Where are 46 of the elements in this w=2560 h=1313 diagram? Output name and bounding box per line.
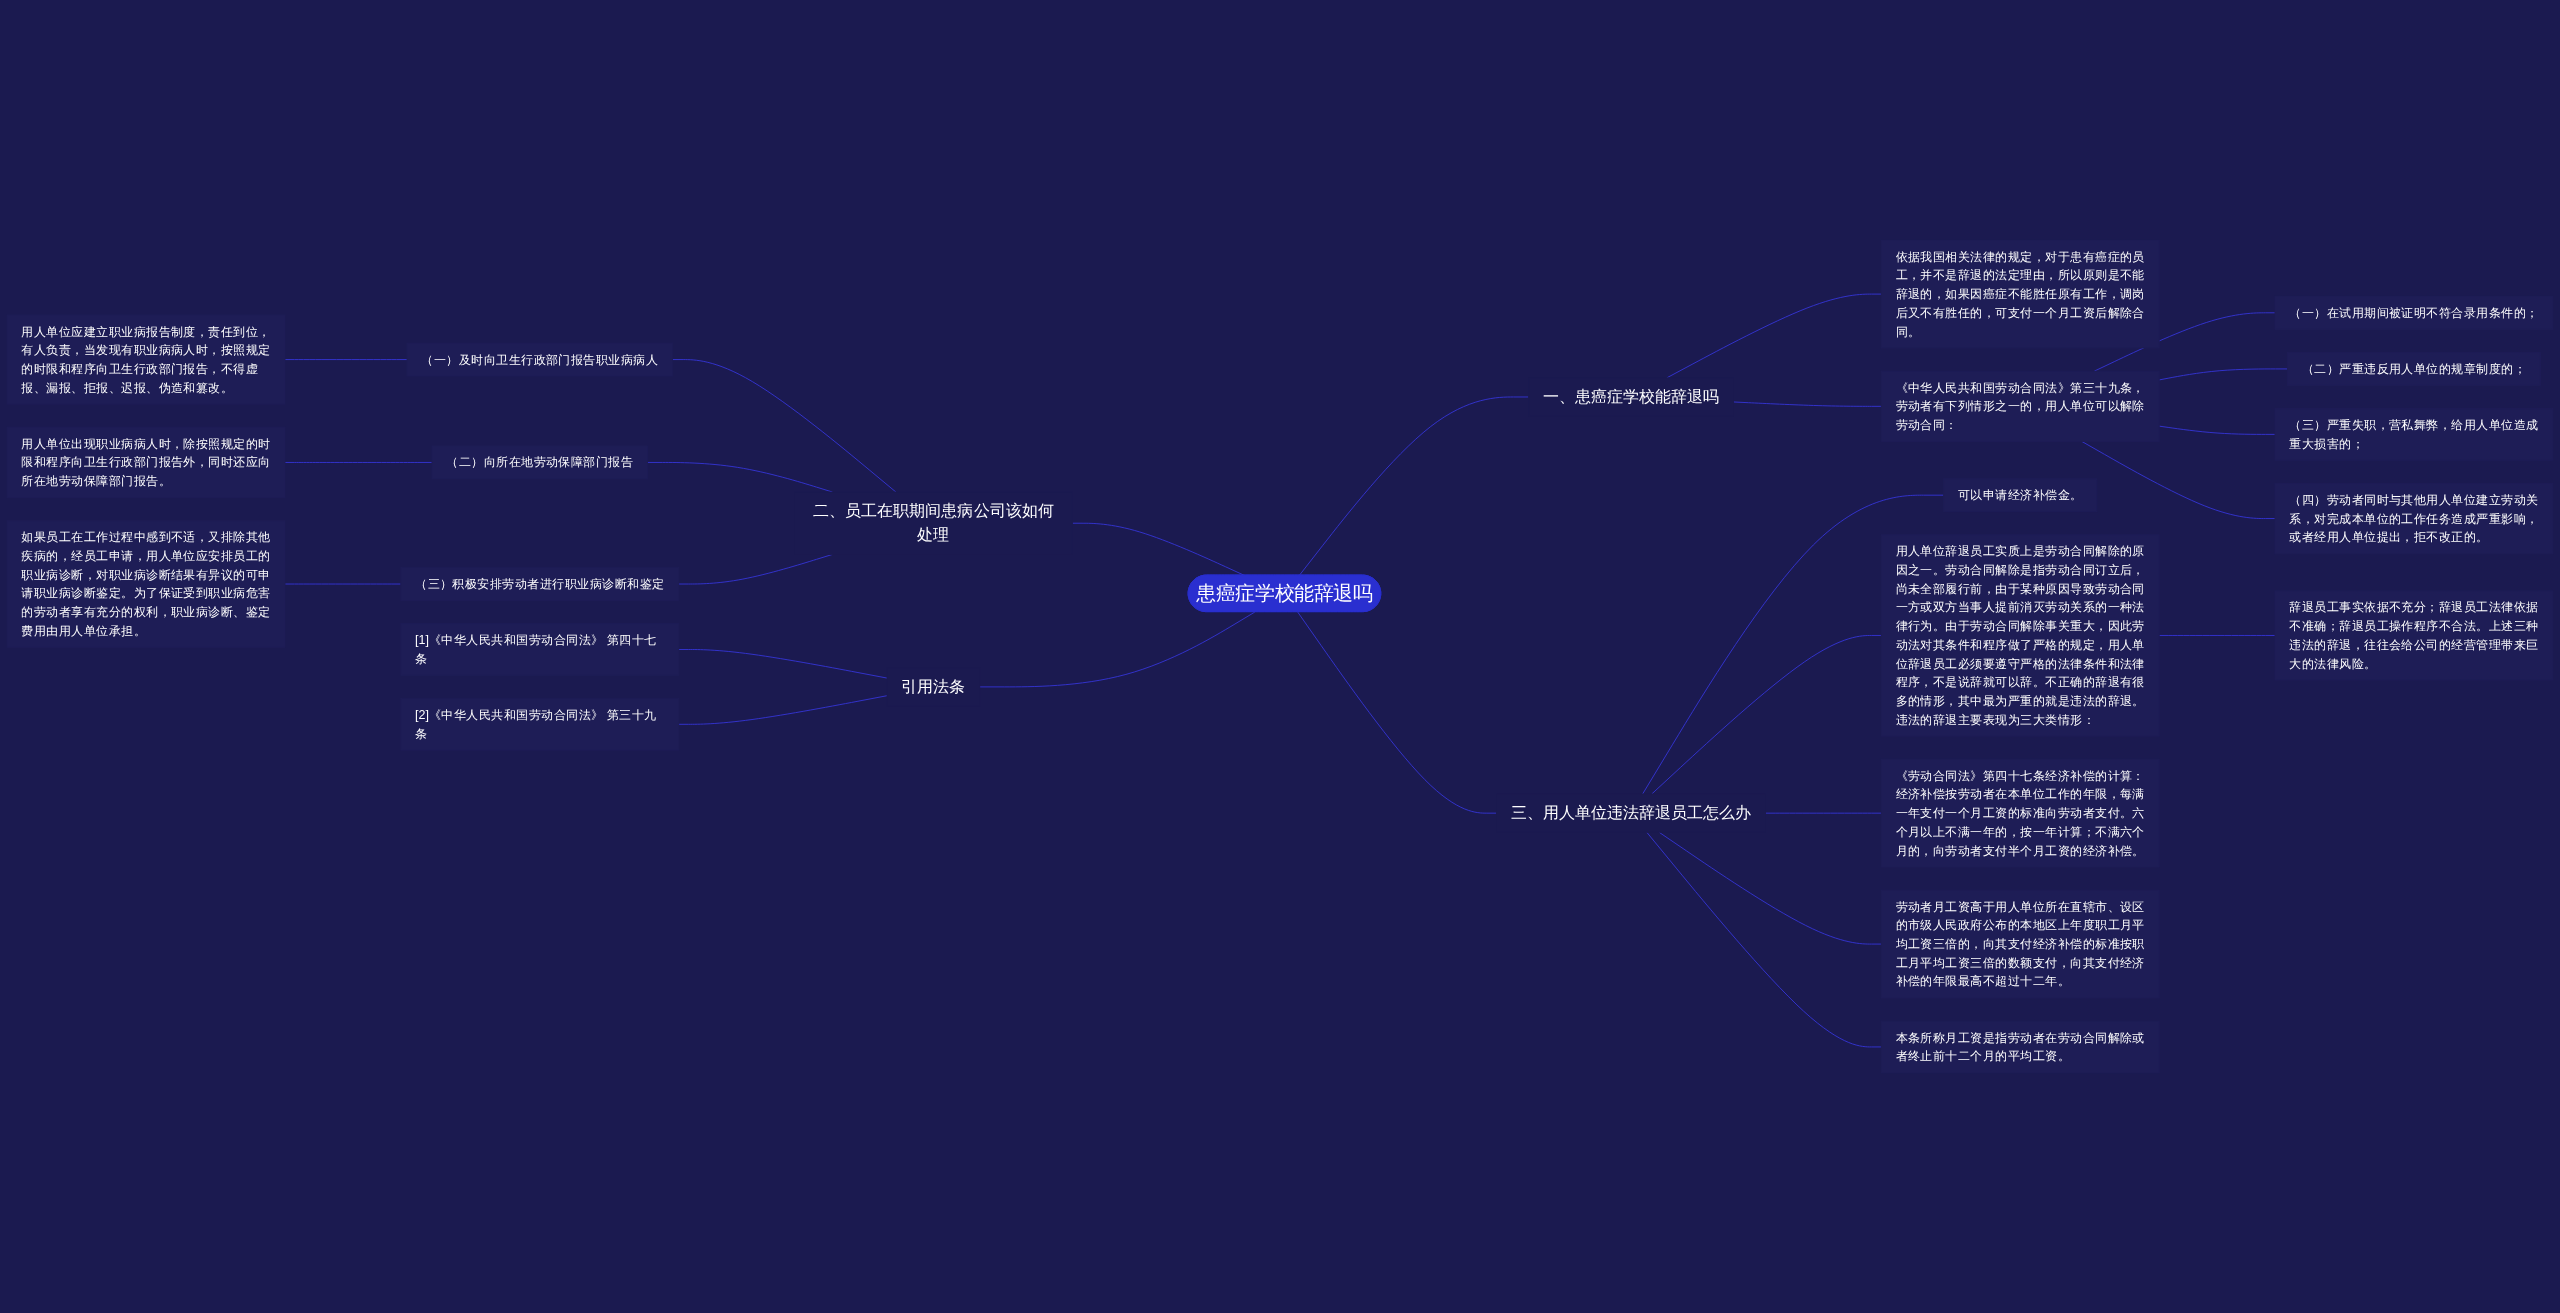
connector	[1646, 831, 1882, 1048]
node-box: （一）及时向卫生行政部门报告职业病病人	[406, 342, 673, 377]
node-box: 如果员工在工作过程中感到不适，又排除其他疾病的，经员工申请，用人单位应安排员工的职业病诊断，对职业病诊断结果有异议的可申请职业病诊断鉴定。为了保证受到职业病危害的劳动者享有充分的权利，职业病诊断、鉴定费用由用人单位承担。	[6, 520, 286, 648]
node-box: （三）严重失职，营私舞弊，给用人单位造成重大损害的；	[2274, 408, 2554, 461]
node-box: [2]《中华人民共和国劳动合同法》 第三十九条	[400, 698, 680, 751]
node-box: （二）向所在地劳动保障部门报告	[431, 445, 648, 480]
node-text: 三、用人单位违法辞退员工怎么办	[1510, 803, 1752, 822]
connector	[2158, 635, 2276, 636]
node-box: （一）在试用期间被证明不符合录用条件的；	[2274, 295, 2554, 330]
connector	[1298, 396, 1530, 576]
connector	[284, 359, 408, 360]
connector	[1733, 401, 1882, 407]
node-box: 《中华人民共和国劳动合同法》第三十九条，劳动者有下列情形之一的，用人单位可以解除劳动合同：	[1880, 370, 2160, 442]
node-box: （二）严重违反用人单位的规章制度的；	[2287, 352, 2541, 386]
node-box: 辞退员工事实依据不充分；辞退员工法律依据不准确；辞退员工操作程序不合法。上述三种违法的辞退，往往会给公司的经营管理带来巨大的法律风险。	[2274, 590, 2554, 681]
connector	[2158, 368, 2288, 381]
node-box: 依据我国相关法律的规定，对于患有癌症的员工，并不是辞退的法定理由，所以原则是不能辞退的，如果因癌症不能胜任原有工作，调岗后又不有胜任的，可支付一个月工资后解除合同。	[1880, 239, 2160, 349]
connector	[1666, 293, 1882, 379]
node-text: 二、员工在职期间患病公司该如何处理	[813, 501, 1054, 544]
connector	[284, 462, 433, 463]
connector	[1765, 812, 1882, 814]
connector	[672, 359, 897, 493]
connector	[284, 583, 402, 585]
node-box: 本条所称月工资是指劳动者在劳动合同解除或者终止前十二个月的平均工资。	[1880, 1020, 2160, 1074]
node-box: 《劳动合同法》第四十七条经济补偿的计算：经济补偿按劳动者在本单位工作的年限，每满一年支付一个月工资的标准向劳动者支付。六个月以上不满一年的，按一年计算；不满六个月的，向劳动者支付半个月工资的经济补偿。	[1880, 758, 2160, 868]
connector	[1658, 831, 1882, 945]
node-box: 用人单位辞退员工实质上是劳动合同解除的原因之一。劳动合同解除是指劳动合同订立后，尚未全部履行前，由于某种原因导致劳动合同一方或双方当事人提前消灭劳动关系的一种法律行为。由于劳动合同解除事关重大，因此劳动法对其条件和程序做了严格的规定，用人单位辞退员工必须要遵守严格的法律条件和法律程序，不是说辞就可以辞。不正确的辞退有很多的情形，其中最为严重的就是违法的辞退。违法的辞退主要表现为三大类情形：	[1880, 534, 2160, 737]
node-box: （三）积极安排劳动者进行职业病诊断和鉴定	[400, 567, 680, 601]
node-text: 一、患癌症学校能辞退吗	[1542, 387, 1720, 406]
connector	[2081, 441, 2276, 519]
connector	[678, 649, 888, 679]
connector	[1642, 494, 1945, 795]
node-box: [1]《中华人民共和国劳动合同法》 第四十七条	[400, 623, 680, 676]
node-box: 用人单位出现职业病病人时，除按照规定的时限和程序向卫生行政部门报告外，同时还应向所在地劳动保障部门报告。	[6, 426, 286, 499]
node-box: （四）劳动者同时与其他用人单位建立劳动关系，对完成本单位的工作任务造成严重影响，或者经用人单位提出，拒不改正的。	[2274, 482, 2554, 555]
connector	[1297, 611, 1497, 814]
node-text: 引用法条	[901, 677, 966, 696]
connector	[678, 695, 888, 725]
connector	[2093, 312, 2276, 372]
node-box: 可以申请经济补偿金。	[1943, 478, 2098, 513]
node-box: 劳动者月工资高于用人单位所在直辖市、设区的市级人民政府公布的本地区上年度职工月平均工资三倍的，向其支付经济补偿的标准按职工月平均工资三倍的数额支付，向其支付经济补偿的年限最高不超过十二年。	[1880, 889, 2160, 999]
connector	[1651, 635, 1882, 795]
connector	[979, 611, 1256, 688]
node-box: 用人单位应建立职业病报告制度，责任到位，有人负责，当发现有职业病病人时，按照规定的时限和程序向卫生行政部门报告，不得虚报、漏报、拒报、迟报、伪造和篡改。	[6, 314, 286, 405]
connector	[2158, 425, 2276, 435]
connector	[647, 462, 833, 493]
